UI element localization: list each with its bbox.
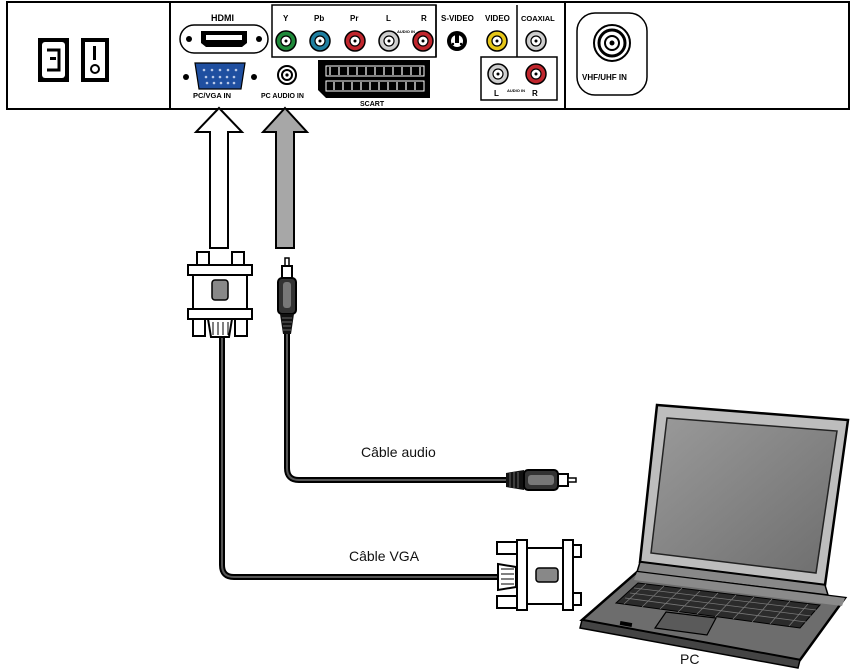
pc-audio-in-label: PC AUDIO IN bbox=[261, 93, 304, 100]
s-video-label: S-VIDEO bbox=[441, 14, 474, 23]
hdmi-port bbox=[179, 24, 269, 54]
component-pr-jack bbox=[344, 30, 366, 52]
audio-plug-right bbox=[506, 469, 577, 491]
vhf-uhf-in-label: VHF/UHF IN bbox=[582, 73, 627, 82]
audio-plug-top bbox=[277, 257, 297, 334]
vga-port bbox=[194, 62, 246, 90]
l2-label: L bbox=[494, 89, 499, 98]
coaxial-jack bbox=[525, 30, 547, 52]
l-label: L bbox=[386, 14, 391, 23]
coaxial-label: COAXIAL bbox=[521, 14, 555, 23]
vga-direction-arrow bbox=[193, 106, 245, 249]
audio-cable-label: Câble audio bbox=[361, 444, 436, 460]
audio-direction-arrow bbox=[260, 106, 310, 249]
audio-r-jack bbox=[412, 30, 434, 52]
power-socket-icon bbox=[38, 38, 69, 82]
scart-label: SCART bbox=[360, 101, 385, 108]
pc-vga-in-label: PC/VGA IN bbox=[193, 91, 231, 100]
pc-audio-jack bbox=[277, 65, 297, 85]
audio-in-l2-jack bbox=[487, 63, 509, 85]
y-label: Y bbox=[283, 14, 289, 23]
pc-label: PC bbox=[680, 651, 699, 667]
r2-label: R bbox=[532, 89, 538, 98]
audio-cable-inner bbox=[286, 334, 506, 481]
tv-back-panel: HDMI PC/VGA IN PC AUDIO IN bbox=[6, 1, 850, 110]
laptop-pc bbox=[579, 403, 850, 669]
audio-in-small-label: AUDIO IN bbox=[397, 29, 415, 34]
vga-connector-top bbox=[187, 251, 253, 338]
power-switch-icon bbox=[81, 38, 109, 82]
audio-in-small2-label: AUDIO IN bbox=[507, 88, 525, 93]
component-pb-jack bbox=[309, 30, 331, 52]
video-jack bbox=[486, 30, 508, 52]
vga-cable bbox=[219, 338, 498, 580]
r-label: R bbox=[421, 14, 427, 23]
s-video-jack bbox=[447, 31, 467, 51]
audio-l-jack bbox=[378, 30, 400, 52]
hdmi-label: HDMI bbox=[211, 13, 234, 23]
pr-label: Pr bbox=[350, 14, 358, 23]
scart-port bbox=[318, 60, 430, 98]
vga-cable-inner bbox=[221, 338, 498, 578]
vhf-uhf-port bbox=[576, 12, 648, 96]
vga-connector-right bbox=[496, 539, 582, 611]
video-label: VIDEO bbox=[485, 14, 510, 23]
component-y-jack bbox=[275, 30, 297, 52]
audio-in-r2-jack bbox=[525, 63, 547, 85]
vga-cable-label: Câble VGA bbox=[349, 548, 420, 564]
pb-label: Pb bbox=[314, 14, 324, 23]
